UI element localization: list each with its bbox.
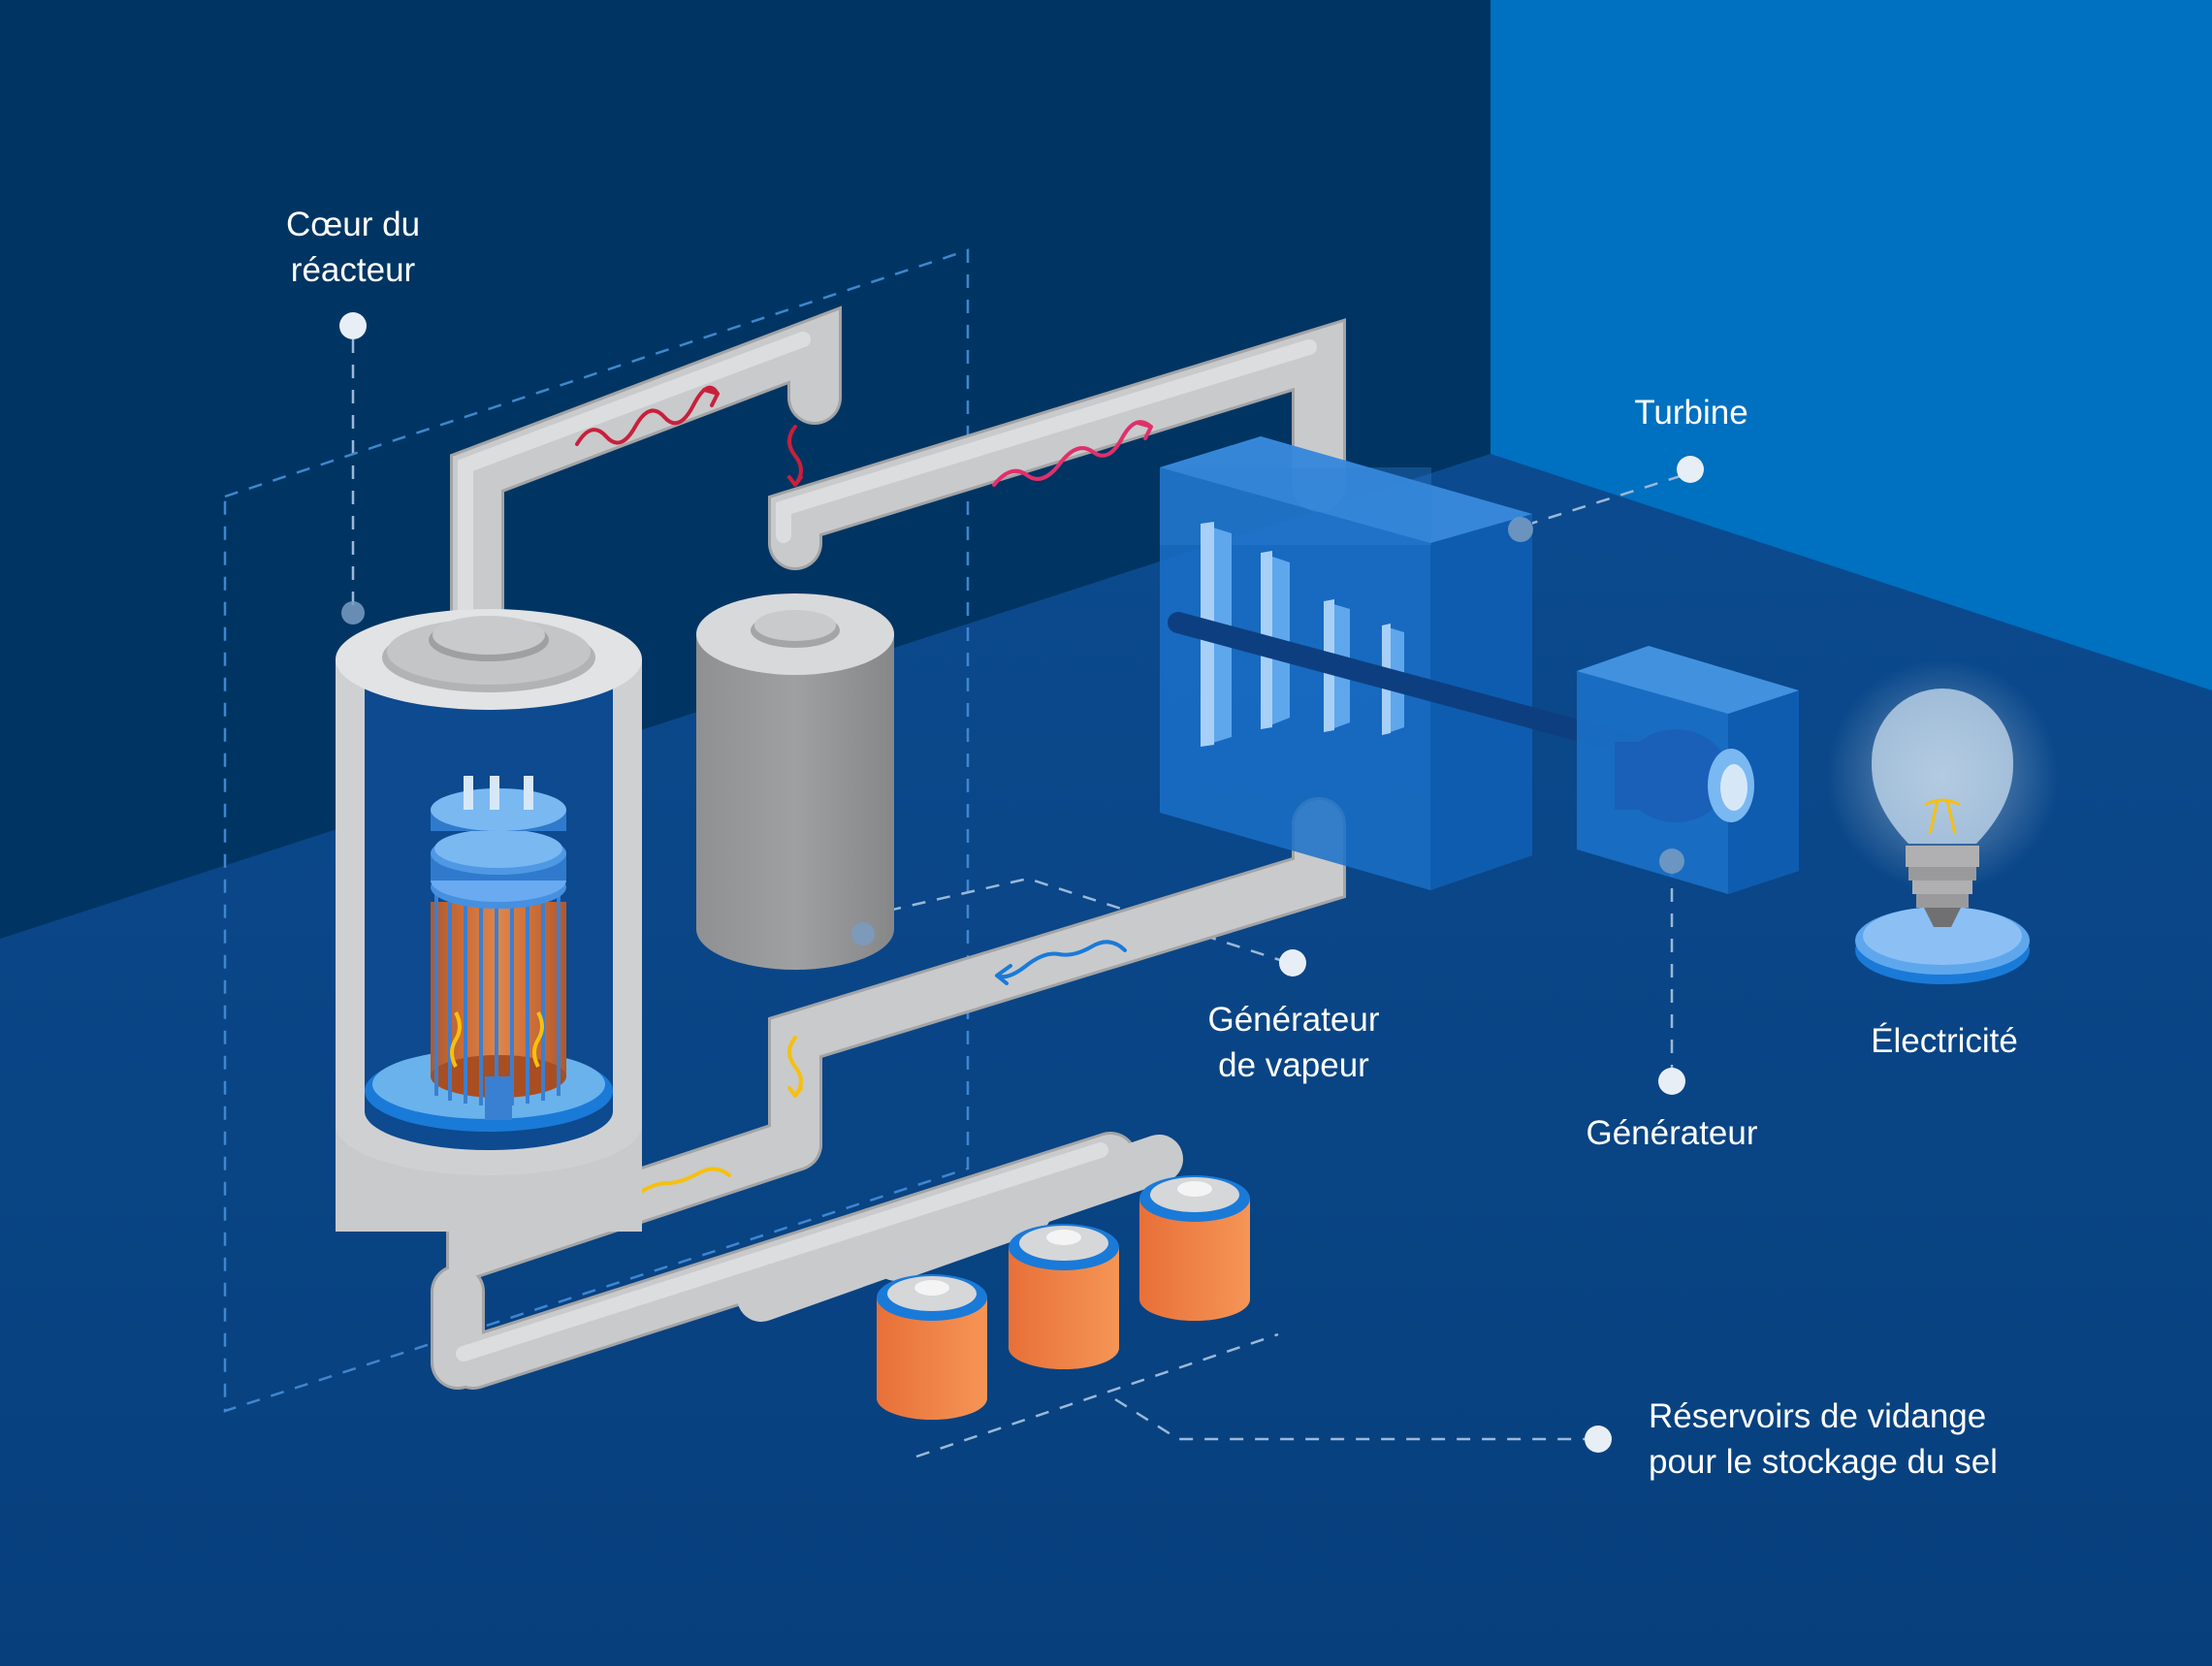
guide-lines xyxy=(223,248,1690,1458)
drain-tank-1 xyxy=(877,1274,987,1420)
drain-tank-3 xyxy=(1139,1175,1250,1321)
cool-flow-arrow xyxy=(995,940,1127,985)
turbine-label: Turbine xyxy=(1634,394,1748,432)
drain-tank-2 xyxy=(1009,1224,1119,1369)
steam-generator-label: Générateur de vapeur xyxy=(1207,1001,1380,1084)
reactor-core-label: Cœur du réacteur xyxy=(285,206,421,289)
drain-tanks-label: Réservoirs de vidange pour le stockage d… xyxy=(1649,1397,1998,1481)
hot-flow-arrow-3 xyxy=(992,420,1153,487)
turbine xyxy=(1160,436,1650,890)
generator xyxy=(1577,646,1799,894)
reactor-vessel xyxy=(336,609,642,1232)
label-markers xyxy=(339,312,1704,1453)
generator-label: Générateur xyxy=(1586,1114,1758,1152)
steam-generator xyxy=(696,593,894,970)
light-bulb-icon xyxy=(1826,659,2059,984)
drain-tanks xyxy=(877,1175,1250,1420)
salt-flow-arrow-1 xyxy=(787,1036,803,1098)
reactor-core xyxy=(431,776,566,1120)
hot-flow-arrow-2 xyxy=(787,425,803,487)
electricity-label: Électricité xyxy=(1871,1022,2018,1060)
hot-flow-arrow-1 xyxy=(575,385,720,446)
